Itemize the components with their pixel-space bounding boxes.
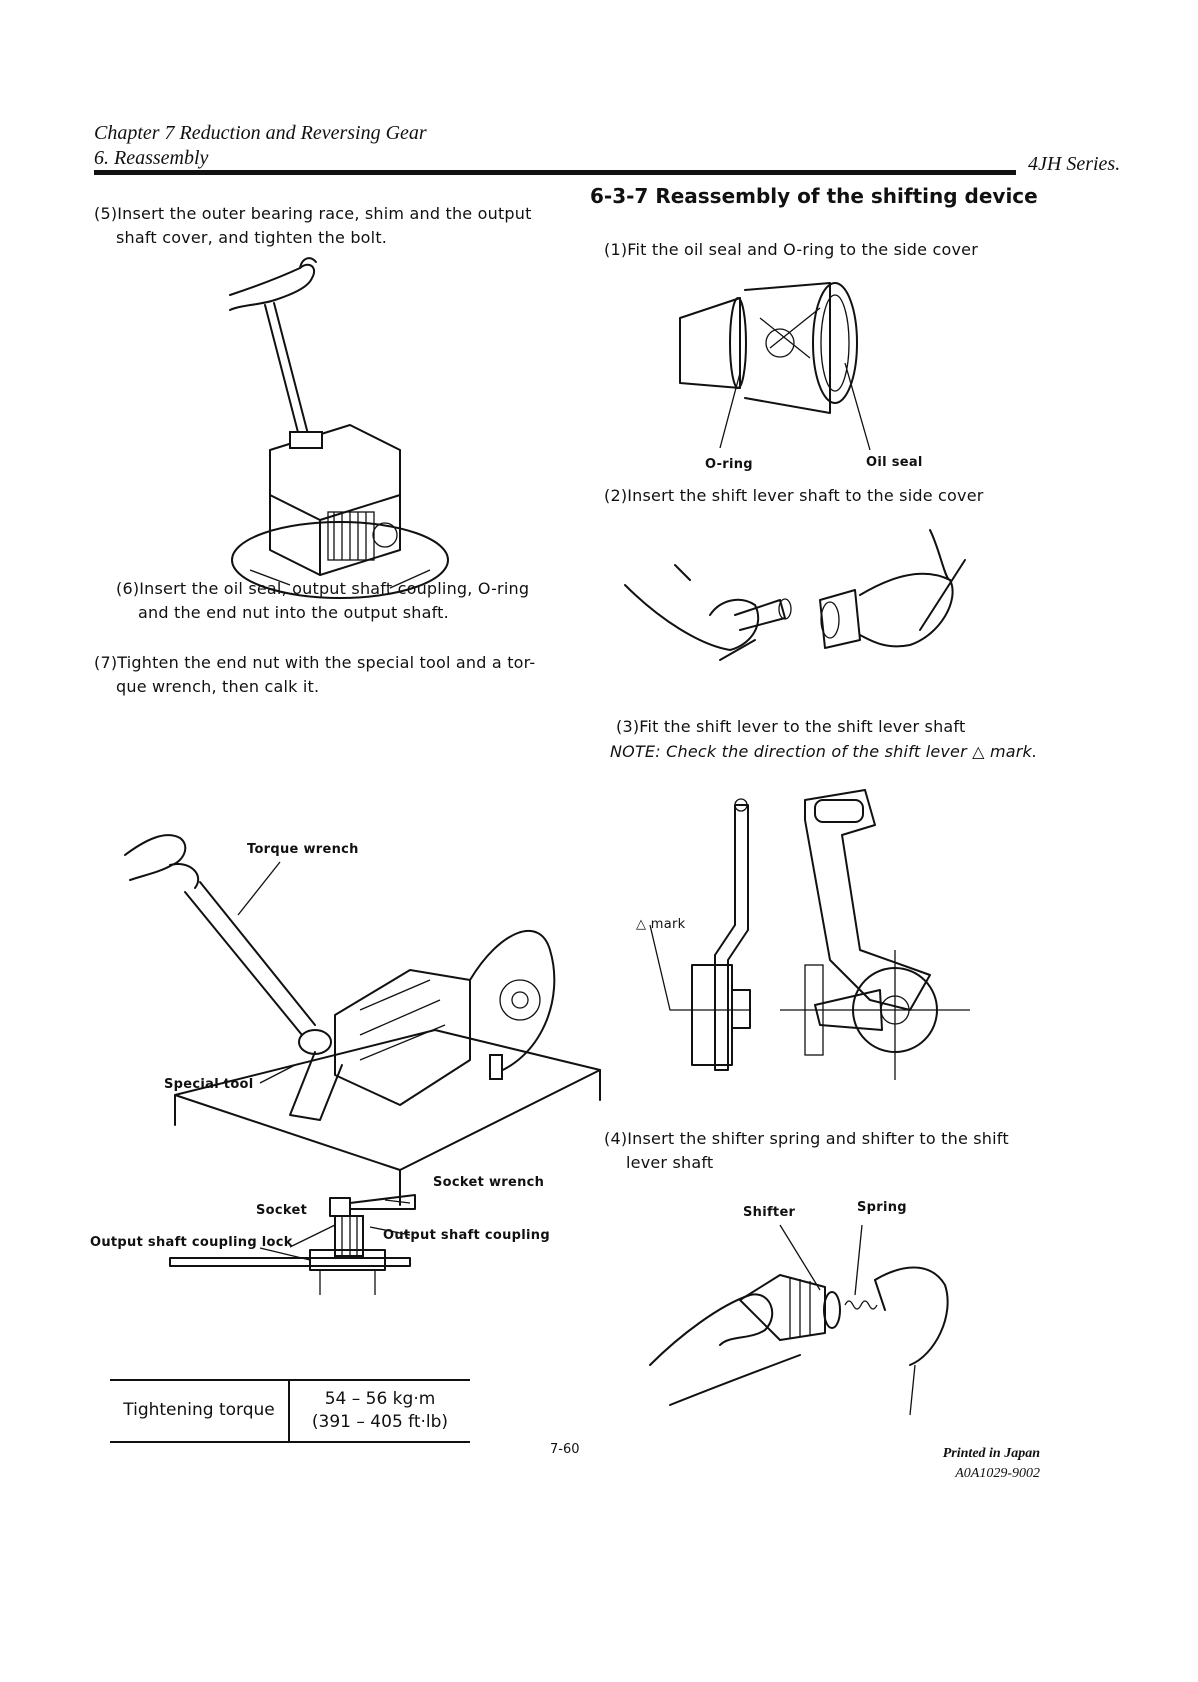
label-spring: Spring (857, 1200, 907, 1215)
step-6-line-2: and the end nut into the output shaft. (138, 603, 449, 622)
label-oil-seal: Oil seal (866, 455, 923, 470)
step-5: (5)Insert the outer bearing race, shim a… (94, 202, 594, 250)
document-code: A0A1029-9002 (955, 1466, 1040, 1481)
step-1: (1)Fit the oil seal and O-ring to the si… (604, 240, 978, 259)
section-title: 6. Reassembly (94, 147, 209, 169)
label-special-tool: Special tool (164, 1077, 254, 1092)
label-socket: Socket (256, 1203, 308, 1218)
chapter-title: Chapter 7 Reduction and Reversing Gear (94, 122, 427, 144)
step-7-line-1: (7)Tighten the end nut with the special … (94, 653, 536, 672)
label-shifter: Shifter (743, 1205, 796, 1220)
label-output-shaft-coupling-lock: Output shaft coupling lock (90, 1235, 293, 1250)
label-torque-wrench: Torque wrench (247, 842, 359, 857)
socket-wrench-figure (169, 1194, 416, 1295)
step-4-line-1: (4)Insert the shifter spring and shifter… (604, 1129, 1009, 1148)
printed-in-japan: Printed in Japan (942, 1446, 1040, 1461)
step-6-line-1: (6)Insert the oil seal, output shaft cou… (116, 579, 530, 598)
shaft-insert-figure (624, 529, 966, 661)
step-3: (3)Fit the shift lever to the shift leve… (616, 717, 966, 736)
shifter-spring-figure (649, 1224, 949, 1416)
table-bottom-rule (110, 1441, 470, 1443)
step-2: (2)Insert the shift lever shaft to the s… (604, 486, 984, 505)
step-7-line-2: que wrench, then calk it. (116, 677, 320, 696)
label-output-shaft-coupling: Output shaft coupling (383, 1228, 550, 1243)
torque-value-metric: 54 – 56 kg·m (324, 1389, 436, 1409)
step-5-line-2: shaft cover, and tighten the bolt. (116, 228, 388, 247)
page-number: 7-60 (550, 1442, 580, 1457)
torque-value: 54 – 56 kg·m (391 – 405 ft·lb) (290, 1388, 470, 1434)
note-3: NOTE: Check the direction of the shift l… (610, 742, 1038, 761)
step-4-line-2: lever shaft (626, 1153, 714, 1172)
header-rule (94, 170, 1016, 175)
side-cover-figure (679, 282, 871, 451)
torque-value-imperial: (391 – 405 ft·lb) (311, 1412, 449, 1432)
step-7: (7)Tighten the end nut with the special … (94, 651, 594, 699)
torque-wrench-figure (124, 834, 601, 1206)
series-label: 4JH Series. (1028, 153, 1121, 175)
step-4: (4)Insert the shifter spring and shifter… (604, 1127, 1034, 1175)
torque-label: Tightening torque (123, 1400, 275, 1420)
bolt-tightening-figure (229, 257, 449, 599)
step-6: (6)Insert the oil seal, output shaft cou… (116, 577, 596, 625)
table-divider (288, 1379, 290, 1443)
label-o-ring: O-ring (705, 457, 753, 472)
step-5-line-1: (5)Insert the outer bearing race, shim a… (94, 204, 532, 223)
section-heading: 6-3-7 Reassembly of the shifting device (590, 184, 1038, 208)
shift-lever-figure (649, 789, 970, 1080)
label-mark: △ mark (636, 917, 686, 932)
label-socket-wrench: Socket wrench (433, 1175, 545, 1190)
table-top-rule (110, 1379, 470, 1381)
